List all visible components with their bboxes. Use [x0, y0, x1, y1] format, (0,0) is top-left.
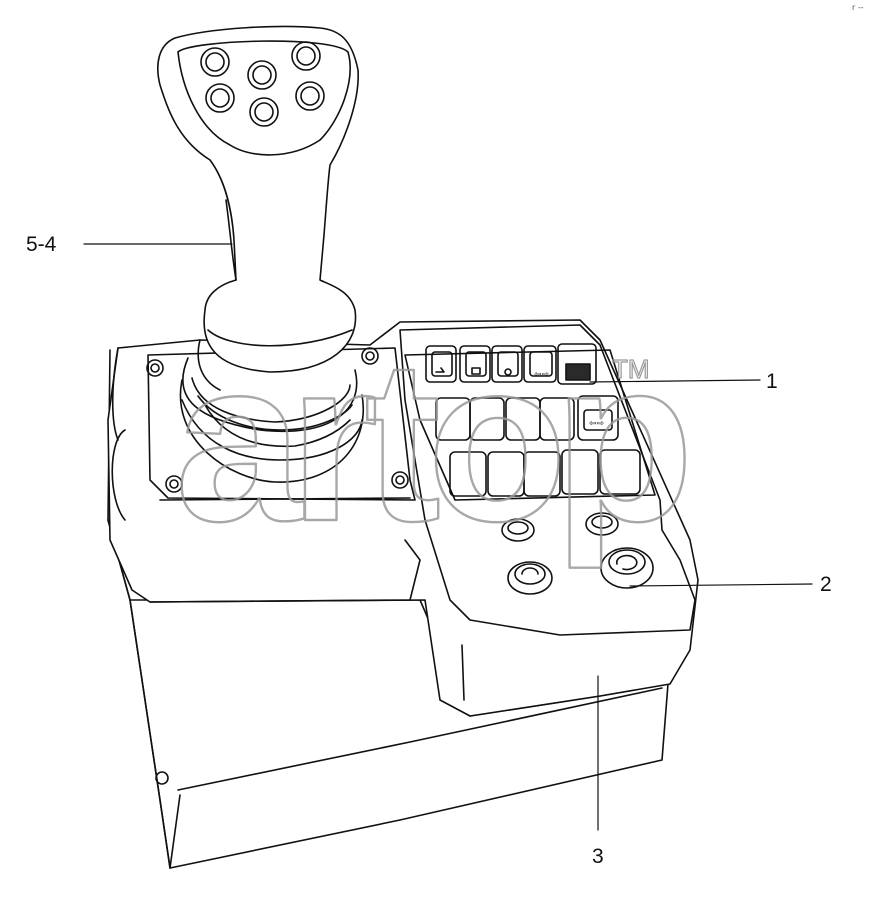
key-row-2: ⇦⇨: [435, 395, 619, 441]
key-symbol-icon: [471, 367, 481, 375]
leader-1: [589, 379, 761, 383]
mount-screws: [146, 347, 409, 493]
arrow-icon: ⇦⇨: [534, 369, 550, 379]
key-switches: [501, 512, 619, 542]
screw-icon: [155, 771, 169, 785]
control-panel: [399, 324, 696, 636]
callout-5-4: 5-4: [26, 233, 57, 256]
key-symbol-icon: [435, 367, 445, 373]
key-symbol-icon: [504, 368, 512, 376]
callout-1: 1: [766, 370, 778, 393]
handle-buttons: [200, 41, 325, 127]
watermark-tm: TM: [612, 354, 650, 384]
watermark: artop: [174, 311, 701, 570]
watermark-text: artop: [175, 312, 686, 569]
rotate-icon: [615, 554, 638, 571]
callout-3: 3: [592, 845, 604, 868]
joystick-bellows: [179, 339, 364, 483]
leader-2: [629, 583, 813, 587]
emergency-stop-button: [507, 547, 654, 595]
arrow-icon: ⇦⇨: [589, 418, 605, 428]
key-row-1: ⇦⇨: [425, 343, 597, 385]
corner-mark: r --: [852, 3, 864, 12]
callout-2: 2: [820, 573, 832, 596]
joystick-handle: [157, 25, 359, 373]
key-indicator-icon: [565, 363, 591, 381]
key-row-3: [449, 449, 641, 497]
leader-lines: [83, 243, 813, 831]
